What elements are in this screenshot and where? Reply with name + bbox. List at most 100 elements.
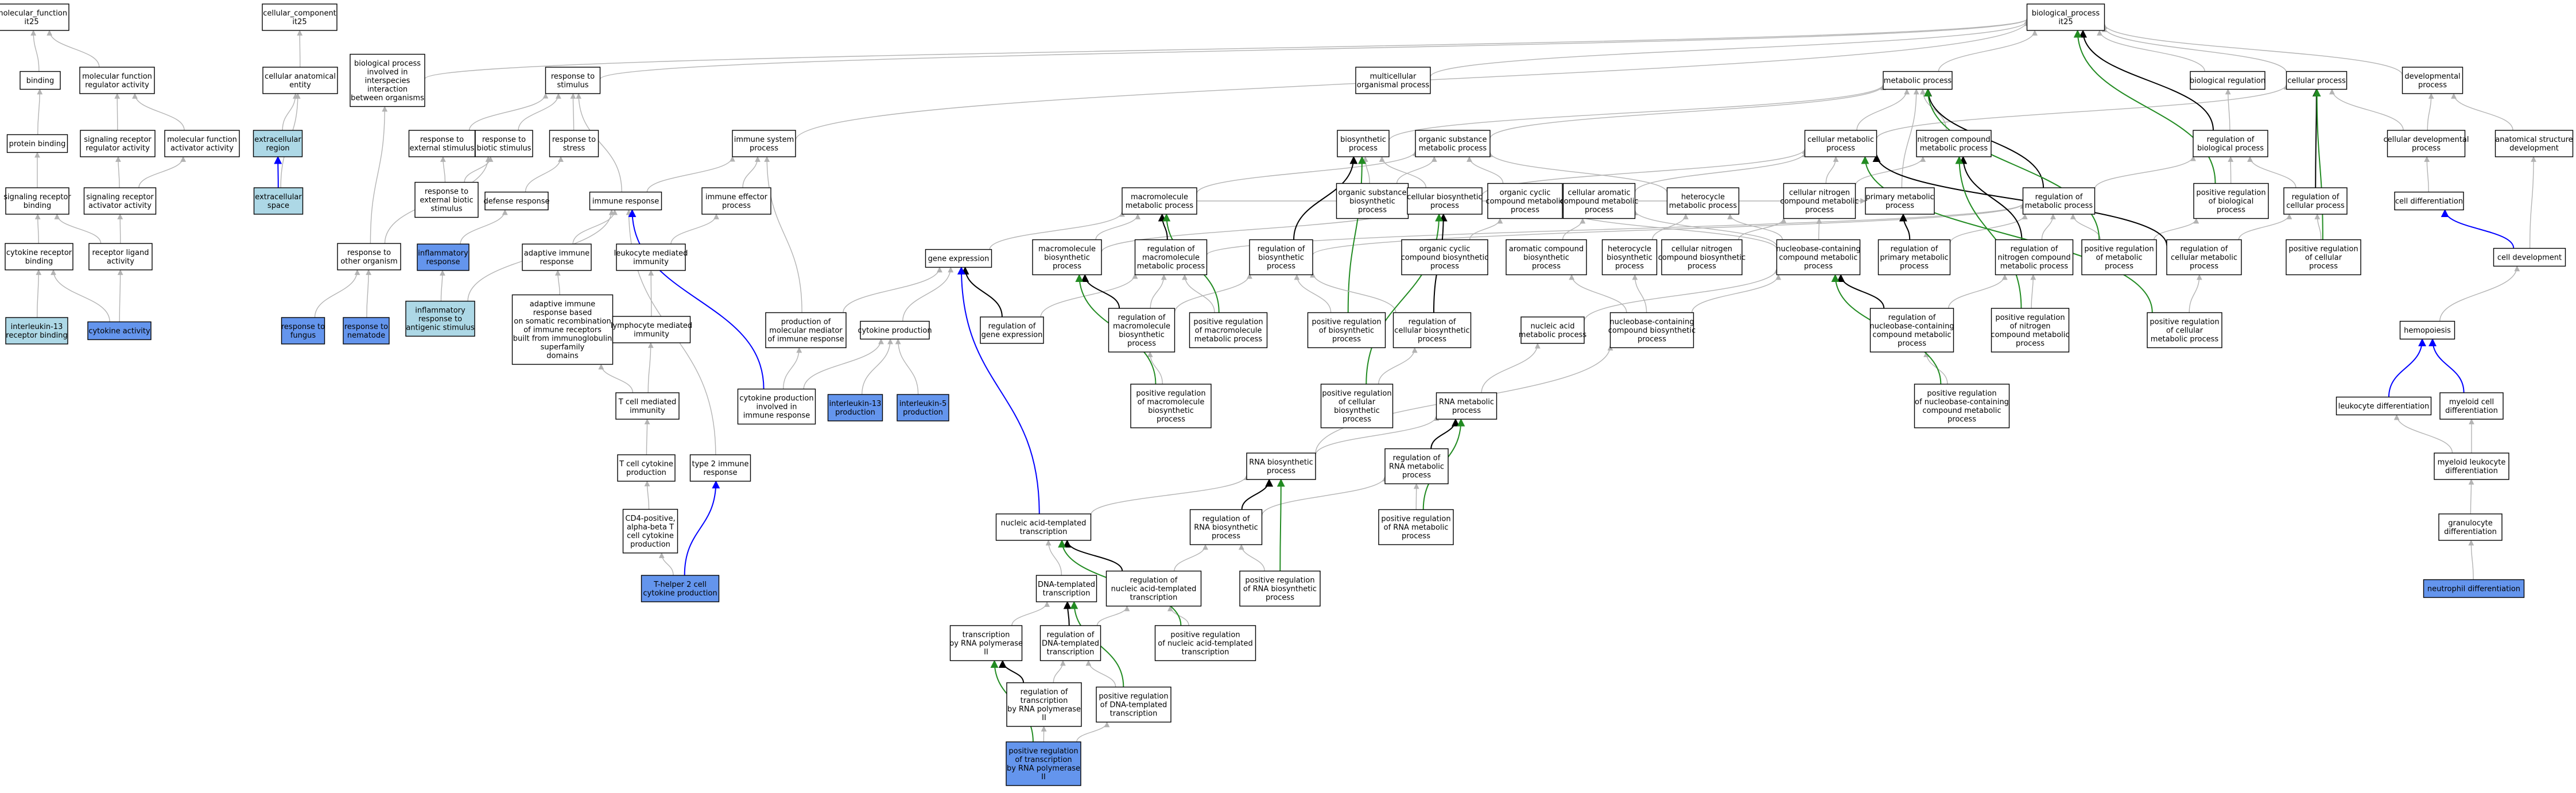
node-label-line: involved in	[756, 403, 797, 412]
node-label-line: cytokine production	[739, 394, 813, 403]
edge-posregrnabio-to-rnabio	[1277, 478, 1285, 571]
node-box	[860, 320, 930, 340]
node-box	[79, 67, 155, 94]
node-label-line: by RNA polymerase	[949, 640, 1023, 648]
node-label-line: regulation of	[1130, 577, 1178, 585]
node-label-line: process	[1053, 262, 1081, 271]
node-label-line: other organism	[340, 257, 397, 266]
node-label-line: biosynthetic	[1119, 331, 1165, 339]
node-label-line: on somatic recombination	[514, 318, 611, 326]
node-label-line: T-helper 2 cell	[653, 581, 707, 589]
node-label-line: organic substance	[1339, 189, 1407, 198]
node-box	[1916, 130, 1992, 157]
node-label-line: cellular_component	[263, 9, 336, 18]
node-label-line: process	[1212, 532, 1240, 541]
node-label-line: signaling receptor	[3, 193, 71, 202]
node-label-line: regulation of	[2011, 245, 2058, 254]
edge-leukmed-to-immeff	[670, 214, 719, 245]
edge-cytoprod-to-geneexp	[902, 266, 954, 322]
edge-regcellbio-to-regbiosyn	[1310, 272, 1396, 313]
node-label-line: metabolic process	[2025, 202, 2093, 210]
edge-th2-to-type2	[684, 480, 720, 576]
node-label-line: differentiation	[2444, 528, 2497, 536]
node-label-line: metabolic process	[2000, 262, 2069, 271]
node-box	[2394, 191, 2464, 211]
node-box	[1609, 312, 1694, 349]
node-label-line: cell differentiation	[2395, 198, 2463, 206]
node-label-line: positive regulation	[1312, 318, 1381, 327]
node-box	[2286, 239, 2361, 276]
node-label-line: positive regulation	[1170, 631, 1240, 640]
node-label-line: primary metabolic	[1865, 193, 1934, 202]
node-label-line: compound biosynthetic	[1608, 327, 1696, 335]
node-label-line: regulation of	[1888, 314, 1936, 322]
node-regmacrobio: regulation ofmacromoleculebiosyntheticpr…	[1108, 308, 1176, 353]
node-box	[414, 181, 479, 218]
node-box	[5, 243, 73, 270]
node-box	[83, 187, 157, 215]
node-label-line: biosynthetic	[1349, 198, 1395, 206]
edge-myeloiddiff-to-hemopoiesis	[2428, 338, 2465, 393]
node-label-line: positive regulation	[1245, 577, 1314, 585]
node-box	[1122, 187, 1197, 215]
node-label-line: response based	[533, 309, 592, 318]
node-box	[1378, 509, 1454, 546]
node-label-line: process	[1402, 471, 1431, 480]
node-label-line: compound metabolic	[1922, 407, 2001, 415]
edge-posregcellmet-to-cellmet	[1861, 156, 2153, 313]
node-label-line: regulation of	[1393, 454, 1441, 463]
node-label-line: immunity	[633, 258, 669, 266]
node-label-line: CD4-positive,	[625, 515, 675, 523]
node-box	[1783, 183, 1856, 219]
edge-rextstim-to-rstim	[468, 92, 549, 131]
node-label-line: process	[1947, 415, 1976, 424]
node-label-line: production	[903, 408, 943, 417]
edge-cytoimm-to-prodmed	[783, 347, 802, 389]
edge-rextbio-to-rbiostim	[464, 156, 494, 183]
node-box	[1096, 686, 1171, 723]
node-label-line: inflammatory	[418, 249, 468, 258]
node-label-line: cellular biosynthetic	[1394, 327, 1469, 335]
node-label-line: positive regulation	[1099, 693, 1168, 701]
node-label-line: interaction	[367, 86, 408, 94]
node-box	[612, 316, 691, 343]
node-label-line: response to	[281, 323, 325, 331]
node-binding: binding	[20, 71, 61, 90]
edge-cellmet-to-metab	[1856, 88, 1910, 131]
edge-primmet-to-metab	[1901, 88, 1919, 188]
edge-posregnitromet-to-nitromet	[1955, 156, 2022, 309]
node-label-line: development	[2509, 144, 2559, 153]
node-label-line: regulation of	[2035, 193, 2083, 202]
node-label-line: process	[1638, 335, 1666, 344]
edge-celldev-to-celldiff	[2441, 209, 2515, 249]
edge-cellproc-to-bp	[2101, 26, 2287, 73]
edge-regmacrobio-to-regbiosyn	[1174, 273, 1252, 314]
node-label-line: anatomical structure	[2495, 136, 2573, 144]
node-label-line: of biosynthetic	[1319, 327, 1374, 335]
node-label-line: positive regulation	[1008, 747, 1078, 756]
node-label-line: process	[1402, 532, 1430, 541]
node-label-line: biosynthetic	[1340, 136, 1386, 144]
node-label-line: process	[2217, 206, 2245, 215]
node-label-line: regulation of	[1021, 688, 1068, 697]
node-label-line: compound metabolic	[1991, 331, 2069, 339]
edge-celldevproc-to-cellproc	[2329, 88, 2404, 131]
node-box	[2283, 187, 2348, 215]
node-label-line: of RNA biosynthetic	[1243, 585, 1317, 594]
node-label-line: metabolic process	[1884, 77, 1952, 86]
